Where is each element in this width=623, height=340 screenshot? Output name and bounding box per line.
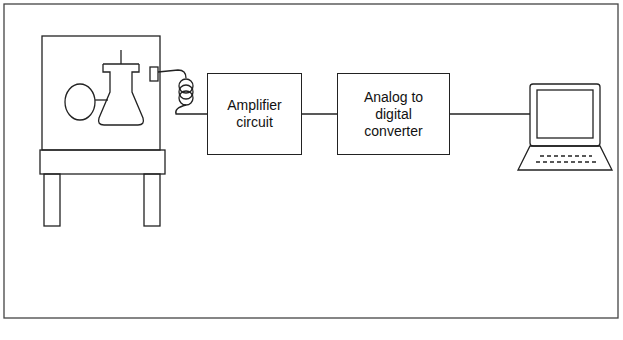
table-leg bbox=[144, 174, 160, 226]
table-top bbox=[40, 150, 165, 174]
enclosure bbox=[42, 36, 160, 150]
keyboard bbox=[518, 146, 612, 170]
round-vessel bbox=[65, 84, 95, 120]
flask-neck bbox=[103, 63, 139, 64]
cable-coil bbox=[179, 85, 193, 99]
keys bbox=[536, 156, 596, 162]
flask bbox=[99, 64, 144, 125]
box-label: Analog to digital converter bbox=[346, 89, 441, 140]
box-label: Amplifier circuit bbox=[216, 97, 293, 131]
cable bbox=[176, 105, 207, 114]
cable bbox=[158, 70, 186, 78]
cable-coil bbox=[179, 91, 193, 105]
process-box: Analog to digital converter bbox=[337, 73, 450, 155]
screen bbox=[537, 90, 593, 138]
wire bbox=[450, 113, 530, 114]
table-leg bbox=[44, 174, 60, 226]
frame bbox=[4, 4, 618, 318]
wire bbox=[302, 114, 337, 115]
monitor bbox=[530, 84, 600, 146]
tube bbox=[120, 50, 121, 64]
sensor bbox=[150, 67, 158, 81]
process-box: Amplifier circuit bbox=[207, 73, 302, 155]
